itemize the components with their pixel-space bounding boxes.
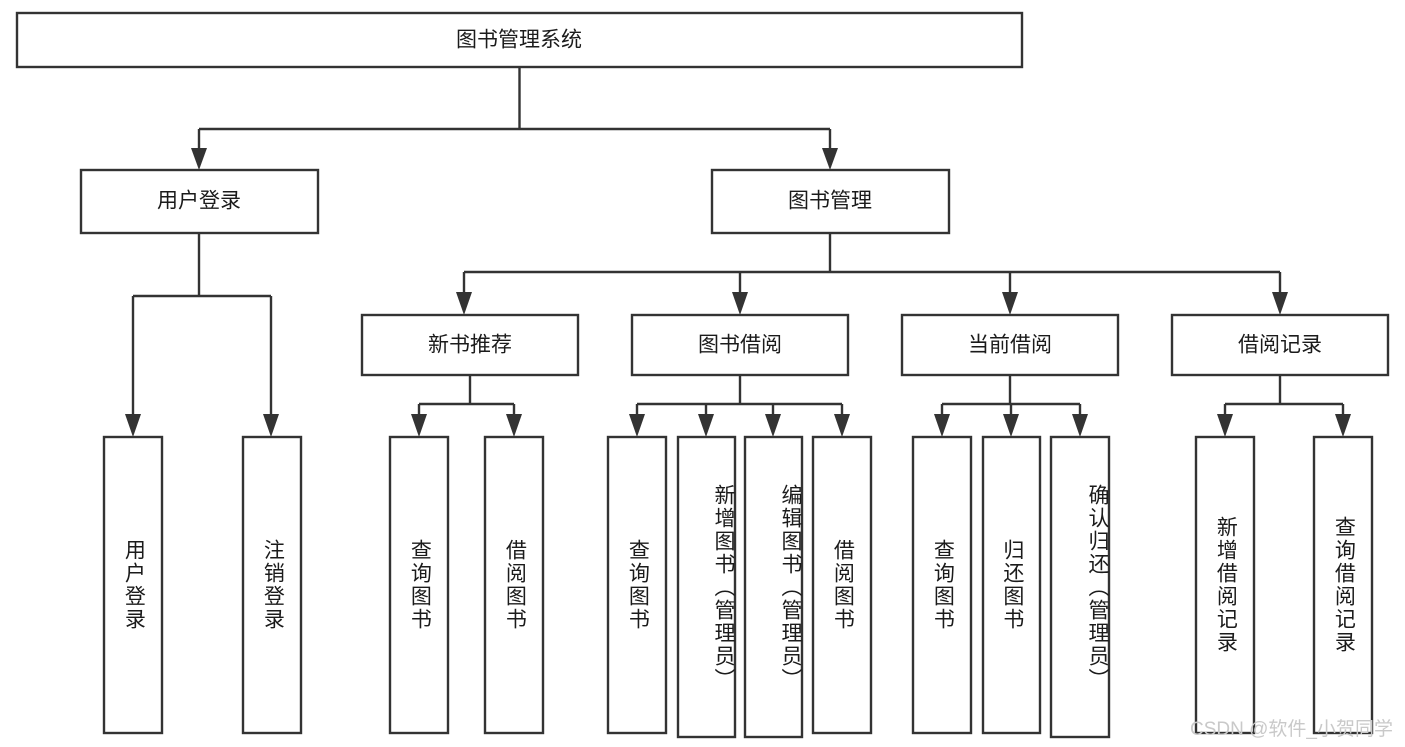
arrow-head-leaf-query-book-1	[411, 414, 427, 437]
arrow-head-leaf-borrow-book-2	[834, 414, 850, 437]
node-new-book-rec[interactable]: 新书推荐	[360, 313, 580, 377]
node-book-manage[interactable]: 图书管理	[710, 168, 951, 235]
leaf-query-record-box[interactable]	[1312, 435, 1374, 735]
leaf-borrow-book-1-box[interactable]	[483, 435, 545, 735]
arrow-head-leaf-logout	[263, 414, 279, 437]
arrow-head-book-borrow	[732, 292, 748, 315]
arrow-head-new-book-rec	[456, 292, 472, 315]
leaf-query-book-2-box[interactable]	[606, 435, 668, 735]
leaf-query-book-3-box[interactable]	[911, 435, 973, 735]
node-user-login-box[interactable]	[79, 168, 320, 235]
node-user-login-label: 用户登录	[157, 190, 241, 213]
arrow-head-leaf-add-book	[698, 414, 714, 437]
arrow-head-leaf-user-login	[125, 414, 141, 437]
node-root-box[interactable]	[15, 11, 1024, 69]
arrow-head-book-manage	[822, 148, 838, 170]
node-borrow-record[interactable]: 借阅记录	[1170, 313, 1390, 377]
arrow-head-leaf-return-book	[1003, 414, 1019, 437]
connector-group-book-borrow	[629, 375, 850, 437]
leaf-add-book-box[interactable]	[676, 435, 737, 739]
arrow-head-leaf-confirm-return	[1072, 414, 1088, 437]
node-book-borrow[interactable]: 图书借阅	[630, 313, 850, 377]
node-borrow-record-box[interactable]	[1170, 313, 1390, 377]
arrow-head-borrow-record	[1272, 292, 1288, 315]
node-user-login[interactable]: 用户登录	[79, 168, 320, 235]
leaf-add-record-box[interactable]	[1194, 435, 1256, 735]
node-book-borrow-label: 图书借阅	[698, 334, 782, 357]
connector-group-book-manage	[456, 233, 1288, 315]
arrow-head-leaf-add-record	[1217, 414, 1233, 437]
arrow-head-leaf-query-book-2	[629, 414, 645, 437]
csdn-watermark: CSDN @软件_小贺同学	[1190, 719, 1393, 740]
node-root[interactable]: 图书管理系统	[15, 11, 1024, 69]
leaf-boxes	[102, 435, 1374, 739]
connector-group-root	[191, 67, 838, 170]
node-book-manage-box[interactable]	[710, 168, 951, 235]
leaf-borrow-book-2-box[interactable]	[811, 435, 873, 735]
leaf-logout-box[interactable]	[241, 435, 303, 735]
leaf-return-book-box[interactable]	[981, 435, 1042, 735]
node-current-borrow-label: 当前借阅	[968, 334, 1052, 357]
connector-group-borrow-record	[1217, 375, 1351, 437]
leaf-user-login-box[interactable]	[102, 435, 164, 735]
connector-group-current-borrow	[934, 375, 1088, 437]
leaf-edit-book-box[interactable]	[743, 435, 804, 739]
arrow-head-user-login	[191, 148, 207, 170]
node-root-label: 图书管理系统	[456, 29, 582, 52]
arrow-head-leaf-query-record	[1335, 414, 1351, 437]
leaf-confirm-return-box[interactable]	[1049, 435, 1111, 739]
arrow-head-leaf-query-book-3	[934, 414, 950, 437]
leaf-query-book-1-box[interactable]	[388, 435, 450, 735]
arrow-head-current-borrow	[1002, 292, 1018, 315]
node-current-borrow[interactable]: 当前借阅	[900, 313, 1120, 377]
arrow-head-leaf-edit-book	[765, 414, 781, 437]
connector-group-user-login	[125, 233, 279, 437]
node-borrow-record-label: 借阅记录	[1238, 334, 1322, 357]
node-book-manage-label: 图书管理	[788, 190, 872, 213]
node-book-borrow-box[interactable]	[630, 313, 850, 377]
node-new-book-rec-label: 新书推荐	[428, 334, 512, 357]
node-new-book-rec-box[interactable]	[360, 313, 580, 377]
node-current-borrow-box[interactable]	[900, 313, 1120, 377]
arrow-head-leaf-borrow-book-1	[506, 414, 522, 437]
connector-group-new-book-rec	[411, 375, 522, 437]
